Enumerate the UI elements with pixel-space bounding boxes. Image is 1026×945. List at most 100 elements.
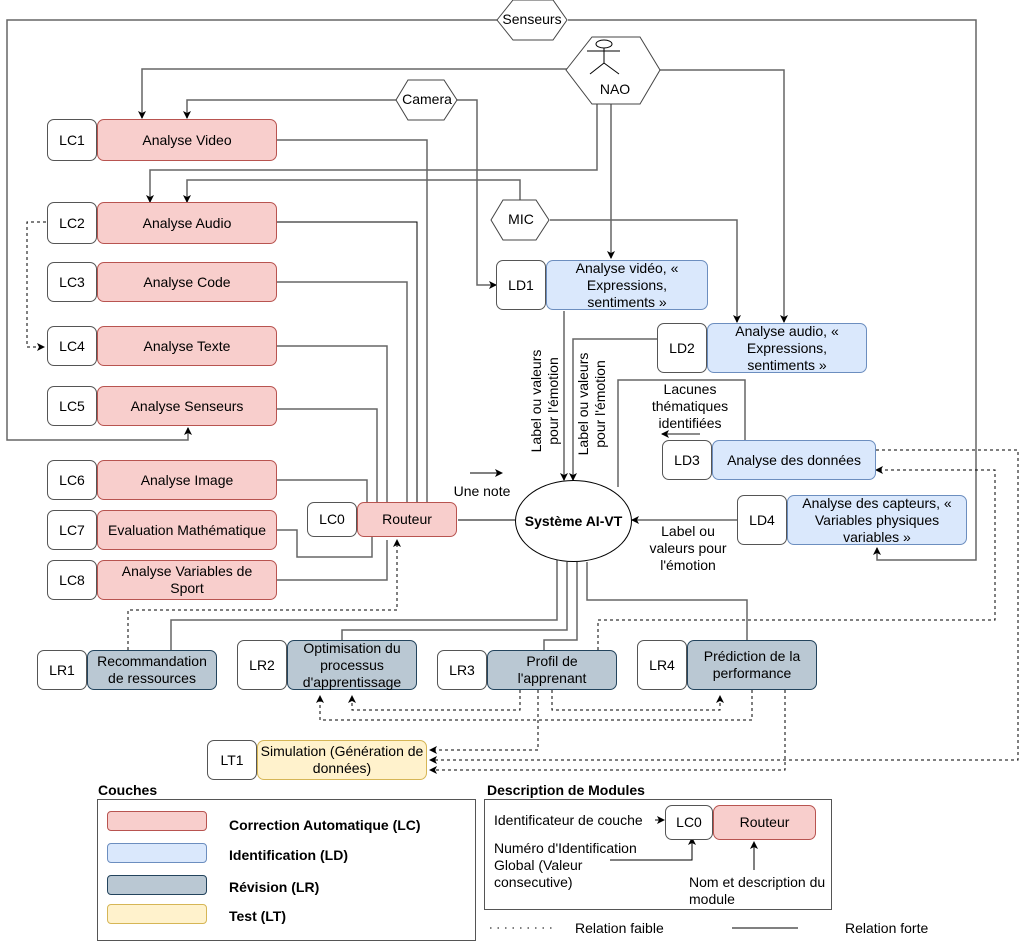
module-label: Prédiction de la performance (687, 640, 817, 690)
module-id: LD2 (657, 323, 707, 373)
edge-lr4-lt1 (429, 690, 786, 774)
module-label: Analyse Image (97, 460, 277, 500)
legend-relation-forte: Relation forte (845, 920, 929, 936)
edge-center-lr3 (543, 562, 578, 650)
module-label: Recommandation de ressources (87, 650, 217, 690)
mic-hex (490, 199, 550, 241)
legend-layer-lr: Révision (LR) (229, 879, 320, 895)
legend-relation-faible: Relation faible (575, 920, 664, 936)
module-label: Analyse des capteurs, « Variables physiq… (787, 495, 967, 545)
edge-center-lr1 (170, 560, 558, 650)
edge-label-lacunes: Lacunes thématiques identifiées (651, 381, 729, 431)
edge-center-lr2 (341, 562, 568, 640)
edge-camera-ld1 (457, 99, 497, 289)
edge-ld2-center (569, 338, 657, 481)
edge-nao-lc1 (138, 68, 570, 119)
module-id: LR2 (237, 640, 287, 690)
edge-lc3-router (277, 281, 408, 502)
edge-nao-ld2 (648, 69, 788, 323)
legend-couches-box (97, 799, 476, 941)
module-label: Simulation (Génération de données) (257, 740, 427, 780)
legend-swatch-lc (107, 811, 207, 831)
legend-arrow-numero (610, 837, 696, 861)
senseurs-hex (496, 0, 568, 41)
module-label: Analyse audio, « Expressions, sentiments… (707, 323, 867, 373)
edge-label-ld4: Label ou valeurs pour l'émotion (649, 523, 727, 573)
legend-swatch-lr (107, 875, 207, 895)
edge-lc2-lc4 (26, 221, 46, 351)
edge-label-ld1: Label ou valeurs pour l'émotion (528, 349, 561, 453)
module-id: LC0 (307, 502, 357, 537)
edge-lc6-router (277, 479, 368, 502)
module-id: LC8 (47, 560, 97, 600)
legend-description-box (484, 799, 832, 910)
module-id: LD4 (737, 495, 787, 545)
nao-label: NAO (599, 81, 631, 97)
module-label: Evaluation Mathématique (97, 510, 277, 550)
legend-swatch-ld (107, 843, 207, 863)
legend-nom: Nom et description du module (689, 874, 826, 907)
module-id: LC1 (47, 119, 97, 161)
module-id: LD3 (662, 440, 712, 480)
module-id: LC3 (47, 262, 97, 302)
edge-lc8-router (277, 540, 388, 581)
camera-label: Camera (402, 91, 452, 107)
legend-description-title: Description de Modules (487, 782, 645, 798)
edge-lr3-ld3 (597, 466, 996, 650)
legend-example-id: LC0 (665, 805, 713, 840)
camera-hex (395, 79, 458, 121)
edge-lr3-lr2a (348, 690, 521, 711)
module-id: LR1 (37, 650, 87, 690)
edge-lc4-router (277, 345, 388, 502)
module-id: LR3 (437, 650, 487, 690)
legend-layer-ld: Identification (LD) (229, 847, 348, 863)
module-label: Analyse vidéo, « Expressions, sentiments… (546, 260, 708, 310)
module-label: Analyse Video (97, 119, 277, 161)
edge-senseurs-lc5 (6, 19, 505, 441)
legend-layer-lc: Correction Automatique (LC) (229, 817, 421, 833)
legend-swatch-lt (107, 904, 207, 924)
actor-icon (587, 39, 620, 75)
center-system: Système AI-VT (515, 480, 632, 562)
edge-lc2-router (277, 221, 418, 502)
legend-numero: Numéro d'Identification Global (Valeur c… (494, 840, 637, 890)
module-id: LC2 (47, 202, 97, 244)
edge-center-lr4 (586, 562, 748, 640)
edge-label-une-note: Une note (453, 483, 511, 499)
edge-lc1-router (277, 139, 428, 502)
edge-lc5-router (277, 408, 378, 502)
module-id: LR4 (637, 640, 687, 690)
module-label: Profil de l'apprenant (487, 650, 617, 690)
module-id: LC4 (47, 326, 97, 366)
edge-mic-lc2 (183, 179, 521, 203)
legend-layer-lt: Test (LT) (229, 908, 287, 924)
module-id: LD1 (496, 260, 546, 310)
nao-hex (565, 36, 661, 105)
edge-ld3-lt1 (429, 449, 1019, 764)
edge-lr3-lr4 (551, 690, 724, 711)
senseurs-label: Senseurs (502, 11, 562, 27)
mic-label: MIC (508, 211, 534, 227)
edge-lr4-lr2 (316, 690, 753, 721)
edge-lc7-router (277, 529, 373, 558)
legend-example-label: Routeur (713, 805, 816, 840)
edge-label-ld2: Label ou valeurs pour l'émotion (575, 352, 608, 456)
edge-lr1-router (127, 539, 401, 650)
module-id: LC5 (47, 386, 97, 426)
edge-mic-ld2 (550, 219, 741, 323)
module-label: Optimisation du processus d'apprentissag… (287, 640, 417, 690)
edge-senseurs-ld4 (568, 19, 977, 561)
edge-nao-lc2 (146, 104, 598, 203)
module-label: Analyse Senseurs (97, 386, 277, 426)
module-label: Analyse Variables de Sport (97, 560, 277, 600)
module-label: Analyse des données (712, 440, 876, 480)
module-label: Analyse Code (97, 262, 277, 302)
edge-center-ld3 (617, 379, 746, 487)
edge-lr3-lt1 (429, 690, 539, 754)
legend-identificateur: Identificateur de couche (494, 812, 643, 828)
module-id: LC7 (47, 510, 97, 550)
edge-camera-lc1 (183, 99, 397, 119)
module-label: Routeur (357, 502, 457, 537)
legend-couches-title: Couches (98, 782, 158, 798)
